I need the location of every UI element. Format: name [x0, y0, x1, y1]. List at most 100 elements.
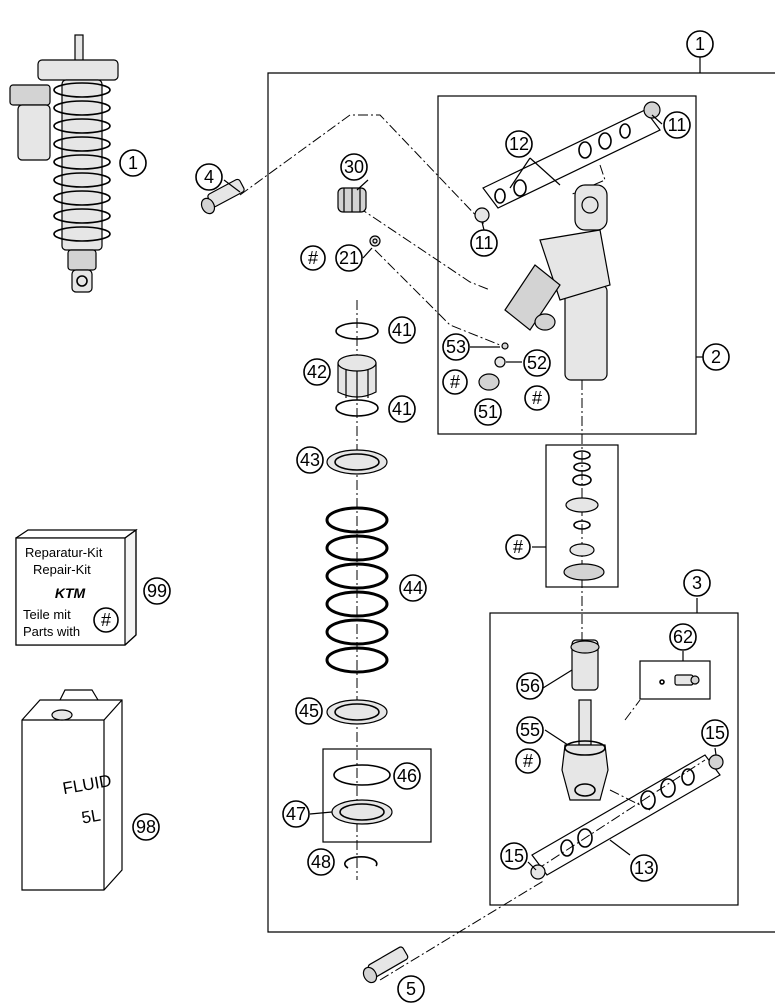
svg-text:48: 48	[311, 852, 331, 872]
bushing-set-part-13	[531, 754, 721, 876]
bushing-part-15-right	[708, 754, 724, 770]
callout-99: 99	[143, 577, 171, 605]
svg-text:3: 3	[692, 573, 702, 593]
svg-text:5: 5	[406, 979, 416, 999]
callout-11-bottom: 11	[470, 229, 498, 257]
callout-1-main: 1	[686, 30, 714, 58]
o-ring-part-41-bottom	[335, 399, 379, 417]
svg-text:45: 45	[299, 701, 319, 721]
svg-text:#: #	[450, 372, 460, 392]
assembly-frame-1	[267, 55, 775, 933]
svg-text:2: 2	[711, 347, 721, 367]
svg-text:#: #	[523, 751, 533, 771]
svg-text:#: #	[308, 248, 318, 268]
svg-text:55: 55	[520, 720, 540, 740]
callout-98: 98	[132, 813, 160, 841]
callout-12: 12	[505, 130, 533, 158]
hash-marker-21: #	[300, 245, 326, 271]
svg-text:#: #	[101, 610, 111, 630]
callout-30: 30	[340, 153, 368, 181]
hash-marker-kit: #	[93, 607, 119, 633]
eyelet-part-55	[561, 740, 609, 801]
svg-text:46: 46	[397, 766, 417, 786]
callout-44: 44	[399, 574, 427, 602]
kit-label-line2: Repair-Kit	[33, 562, 91, 577]
callout-15-right: 15	[701, 719, 729, 747]
adjuster-kit-part-62	[659, 674, 700, 686]
seal-kit-rings	[563, 450, 605, 581]
hash-marker-52: #	[524, 385, 550, 411]
bushing-part-11-top	[643, 101, 661, 119]
repair-kit-box: Reparatur-Kit Repair-Kit KTM Teile mit P…	[15, 528, 138, 646]
svg-text:30: 30	[344, 157, 364, 177]
svg-text:42: 42	[307, 362, 327, 382]
bushing-set-part-12	[482, 109, 661, 209]
callout-43: 43	[296, 446, 324, 474]
svg-text:98: 98	[136, 817, 156, 837]
adjuster-knob-part-30	[337, 187, 367, 213]
callout-1-thumb: 1	[119, 149, 147, 177]
callout-5: 5	[397, 975, 425, 1003]
svg-text:41: 41	[392, 399, 412, 419]
spring-seat-part-43	[326, 449, 388, 475]
ktm-logo: KTM	[55, 585, 86, 601]
callout-42: 42	[303, 358, 331, 386]
spring-part-44	[325, 506, 389, 674]
bleed-screw-part-21	[369, 235, 381, 247]
svg-text:51: 51	[478, 402, 498, 422]
ring-set-frame	[322, 748, 432, 843]
callout-47: 47	[282, 800, 310, 828]
fluid-can: FLUID 5L	[21, 689, 123, 891]
svg-text:4: 4	[204, 167, 214, 187]
spring-seat-part-45	[326, 699, 388, 725]
adjuster-kit-frame	[639, 660, 711, 700]
callout-2: 2	[702, 343, 730, 371]
hash-marker-seal-kit: #	[505, 534, 531, 560]
ring-part-47	[331, 799, 393, 825]
ring-part-46	[333, 764, 391, 786]
circlip-part-48	[344, 856, 378, 869]
svg-text:#: #	[532, 388, 542, 408]
preload-nut-part-42	[337, 354, 377, 400]
svg-text:15: 15	[504, 846, 524, 866]
svg-text:1: 1	[128, 153, 138, 173]
callout-21: 21	[335, 244, 363, 272]
assembly-frame-2	[437, 95, 697, 435]
fluid-volume: 5L	[80, 806, 102, 828]
callout-3: 3	[683, 569, 711, 597]
kit-label-line4: Parts with	[23, 624, 80, 639]
callout-45: 45	[295, 697, 323, 725]
svg-text:21: 21	[339, 248, 359, 268]
svg-text:#: #	[513, 537, 523, 557]
hash-marker-55: #	[515, 748, 541, 774]
o-ring-part-41-top	[335, 322, 379, 340]
svg-text:53: 53	[446, 337, 466, 357]
svg-text:41: 41	[392, 320, 412, 340]
callout-41-top: 41	[388, 316, 416, 344]
callout-4: 4	[195, 163, 223, 191]
callout-13: 13	[630, 854, 658, 882]
assembly-frame-3	[489, 612, 739, 906]
callout-15-left: 15	[500, 842, 528, 870]
callout-51: 51	[474, 398, 502, 426]
bolt-part-5	[362, 946, 409, 984]
svg-text:13: 13	[634, 858, 654, 878]
svg-text:11: 11	[668, 115, 687, 135]
bushing-part-11-bottom	[474, 207, 490, 223]
piston-rod-part-56	[570, 639, 600, 746]
svg-text:1: 1	[695, 34, 705, 54]
callout-11-top: 11	[663, 111, 691, 139]
callout-53: 53	[442, 333, 470, 361]
callout-41-bottom: 41	[388, 395, 416, 423]
callout-62: 62	[669, 623, 697, 651]
valve-parts-51-53	[478, 342, 509, 391]
callout-48: 48	[307, 848, 335, 876]
svg-text:62: 62	[673, 627, 693, 647]
callout-52: 52	[523, 349, 551, 377]
callout-56: 56	[516, 672, 544, 700]
svg-text:52: 52	[527, 353, 547, 373]
svg-text:11: 11	[475, 233, 494, 253]
svg-text:43: 43	[300, 450, 320, 470]
svg-text:99: 99	[147, 581, 167, 601]
